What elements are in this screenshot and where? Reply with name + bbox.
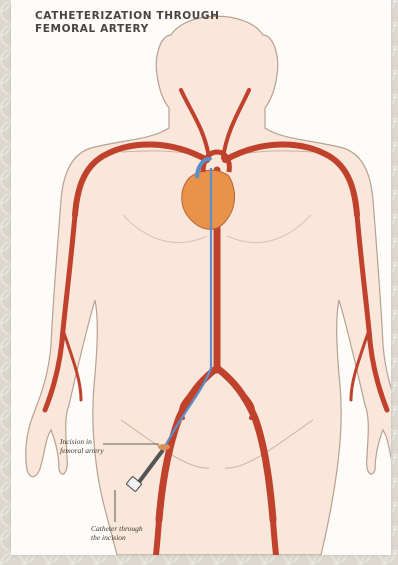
body-silhouette — [26, 16, 391, 555]
incision-label-line-1: Incision in — [60, 437, 104, 446]
incision-label: Incision in femoral artery — [60, 437, 104, 455]
body-outline — [26, 16, 391, 555]
incision-site — [158, 444, 170, 450]
diagram-title: CATHETERIZATION THROUGH FEMORAL ARTERY — [35, 10, 295, 35]
femoral-left-lower — [156, 520, 159, 555]
incision-label-line-2: femoral artery — [60, 446, 104, 455]
catheter-label: Catheter through the incision — [91, 524, 143, 542]
catheter-label-line-2: the incision — [91, 533, 143, 542]
anatomy-illustration — [11, 0, 391, 555]
title-line-2: FEMORAL ARTERY — [35, 23, 295, 36]
femoral-right-lower — [273, 520, 276, 555]
title-line-1: CATHETERIZATION THROUGH — [35, 10, 295, 23]
illustration-card: CATHETERIZATION THROUGH FEMORAL ARTERY I… — [11, 0, 391, 555]
catheter-label-line-1: Catheter through — [91, 524, 143, 533]
